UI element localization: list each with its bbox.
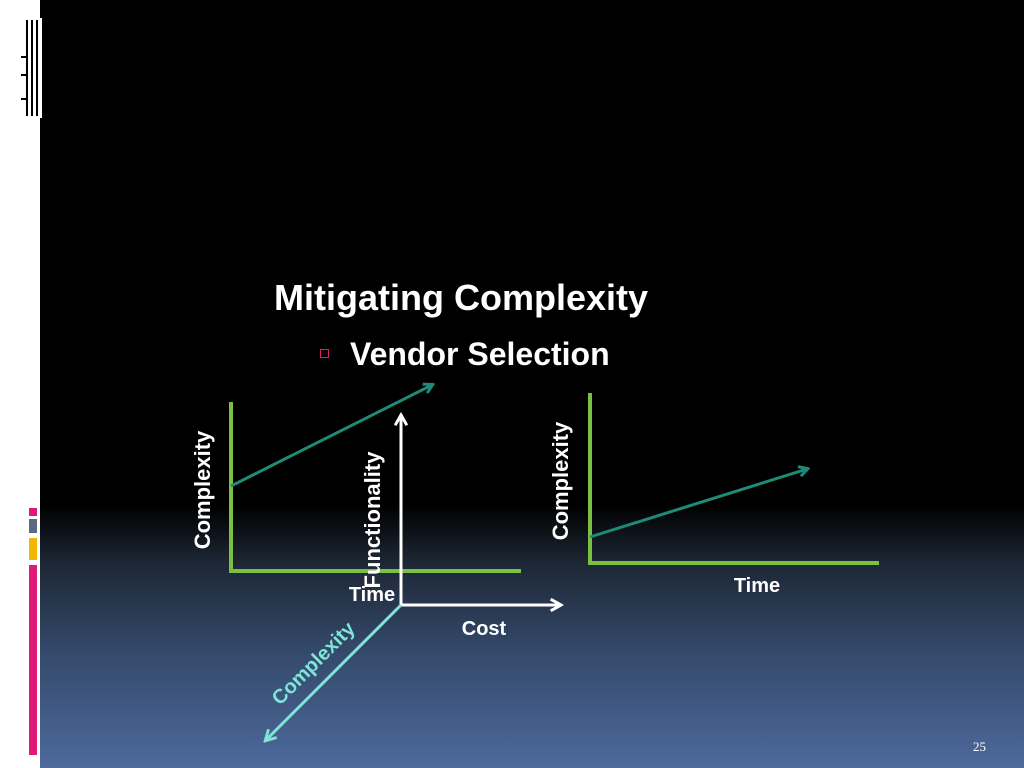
right-graph-trend-arrow [589, 469, 807, 539]
left-graph: Complexity Time [190, 385, 521, 606]
accent-bar-pink-tall [29, 565, 37, 755]
left-graph-trend-arrow [230, 385, 432, 488]
left-graph-y-label: Complexity [190, 430, 215, 549]
slide-number: 25 [973, 739, 986, 754]
slide-title: Mitigating Complexity [274, 277, 649, 318]
center-graph-y-label: Functionality [360, 451, 385, 589]
center-graph-x-label: Cost [462, 618, 507, 640]
left-graph-x-label: Time [349, 584, 395, 606]
center-graph-z-axis [266, 603, 403, 740]
bullet-text: Vendor Selection [350, 336, 610, 372]
right-graph: Complexity Time [548, 393, 879, 597]
slide-strip-icon [20, 18, 42, 118]
right-graph-y-label: Complexity [548, 421, 573, 540]
accent-bar-pink-small [29, 508, 37, 516]
center-graph-z-label: Complexity [268, 617, 360, 709]
accent-bar-yellow [29, 538, 37, 560]
right-graph-x-label: Time [734, 575, 780, 597]
bullet-square-icon [320, 349, 329, 358]
center-graph: Functionality Cost Complexity [266, 416, 560, 740]
accent-bar-slate [29, 519, 37, 533]
